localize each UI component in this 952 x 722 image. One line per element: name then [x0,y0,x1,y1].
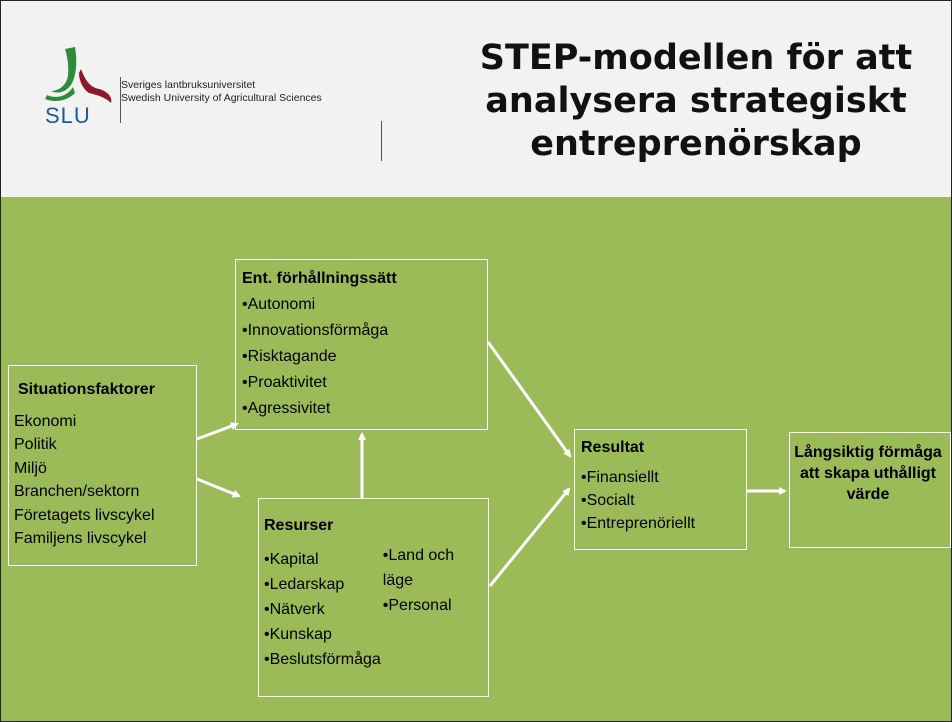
logo-name-sv: Sveriges lantbruksuniversitet [121,79,256,91]
resources-item: •Nätverk [264,601,325,618]
logo-red-leaf [79,69,112,103]
resources-column-1: •Kapital •Ledarskap •Nätverk •Kunskap •B… [264,547,381,672]
results-item: •Finansiellt [581,469,659,486]
box-resources: Resurser •Kapital •Ledarskap •Nätverk •K… [258,498,489,697]
slu-logo: SLU [45,47,112,125]
logo-green-leaf [51,47,77,93]
resources-item: •Kunskap [264,626,332,643]
situations-item: Ekonomi [14,412,77,430]
logo-name-en: Swedish University of Agricultural Scien… [121,92,322,104]
situations-item: Miljö [14,459,47,477]
results-item: •Socialt [581,492,635,509]
attitude-item: •Proaktivitet [242,374,327,391]
attitude-item: •Agressivitet [242,400,331,417]
resources-item: •Personal [382,597,452,614]
attitude-item: •Risktagande [242,348,337,365]
attitude-heading: Ent. förhållningssätt [242,270,397,287]
situations-item: Företagets livscykel [14,506,155,524]
box-attitude: Ent. förhållningssätt •Autonomi •Innovat… [235,259,488,430]
situations-heading: Situationsfaktorer [18,381,155,398]
situations-item: Politik [14,436,57,453]
slide-header: SLU Sveriges lantbruksuniversitet Swedis… [1,1,951,197]
resources-item: •Kapital [264,551,319,568]
box-results: Resultat •Finansiellt •Socialt •Entrepre… [574,429,747,550]
logo-acronym: SLU [45,103,91,125]
attitude-item: •Autonomi [242,296,316,313]
resources-item: •Beslutsförmåga [264,651,381,668]
box-longterm: Långsiktig förmåga att skapa uthålligt v… [789,432,951,548]
results-item: •Entreprenöriellt [581,515,696,532]
box-situations: Situationsfaktorer Ekonomi Politik Miljö… [8,365,197,566]
situations-item: Familjens livscykel [14,530,147,547]
situations-item: Branchen/sektorn [14,483,140,500]
resources-columns: •Kapital •Ledarskap •Nätverk •Kunskap •B… [264,547,488,672]
resources-heading: Resurser [264,517,334,534]
logo-divider [120,77,121,123]
slide-title: STEP-modellen för att analysera strategi… [479,38,913,164]
resources-item: •Ledarskap [264,576,345,593]
attitude-item: •Innovationsförmåga [242,322,389,339]
logo-green-stem [45,87,75,101]
longterm-text: Långsiktig förmåga att skapa uthålligt v… [794,444,942,503]
resources-column-2: •Land och läge •Personal [383,543,488,672]
header-divider [381,121,382,161]
logo-text: Sveriges lantbruksuniversitet Swedish Un… [121,79,322,105]
results-heading: Resultat [581,439,645,456]
resources-item: •Land och läge [382,547,455,589]
diagram-area [1,197,951,721]
